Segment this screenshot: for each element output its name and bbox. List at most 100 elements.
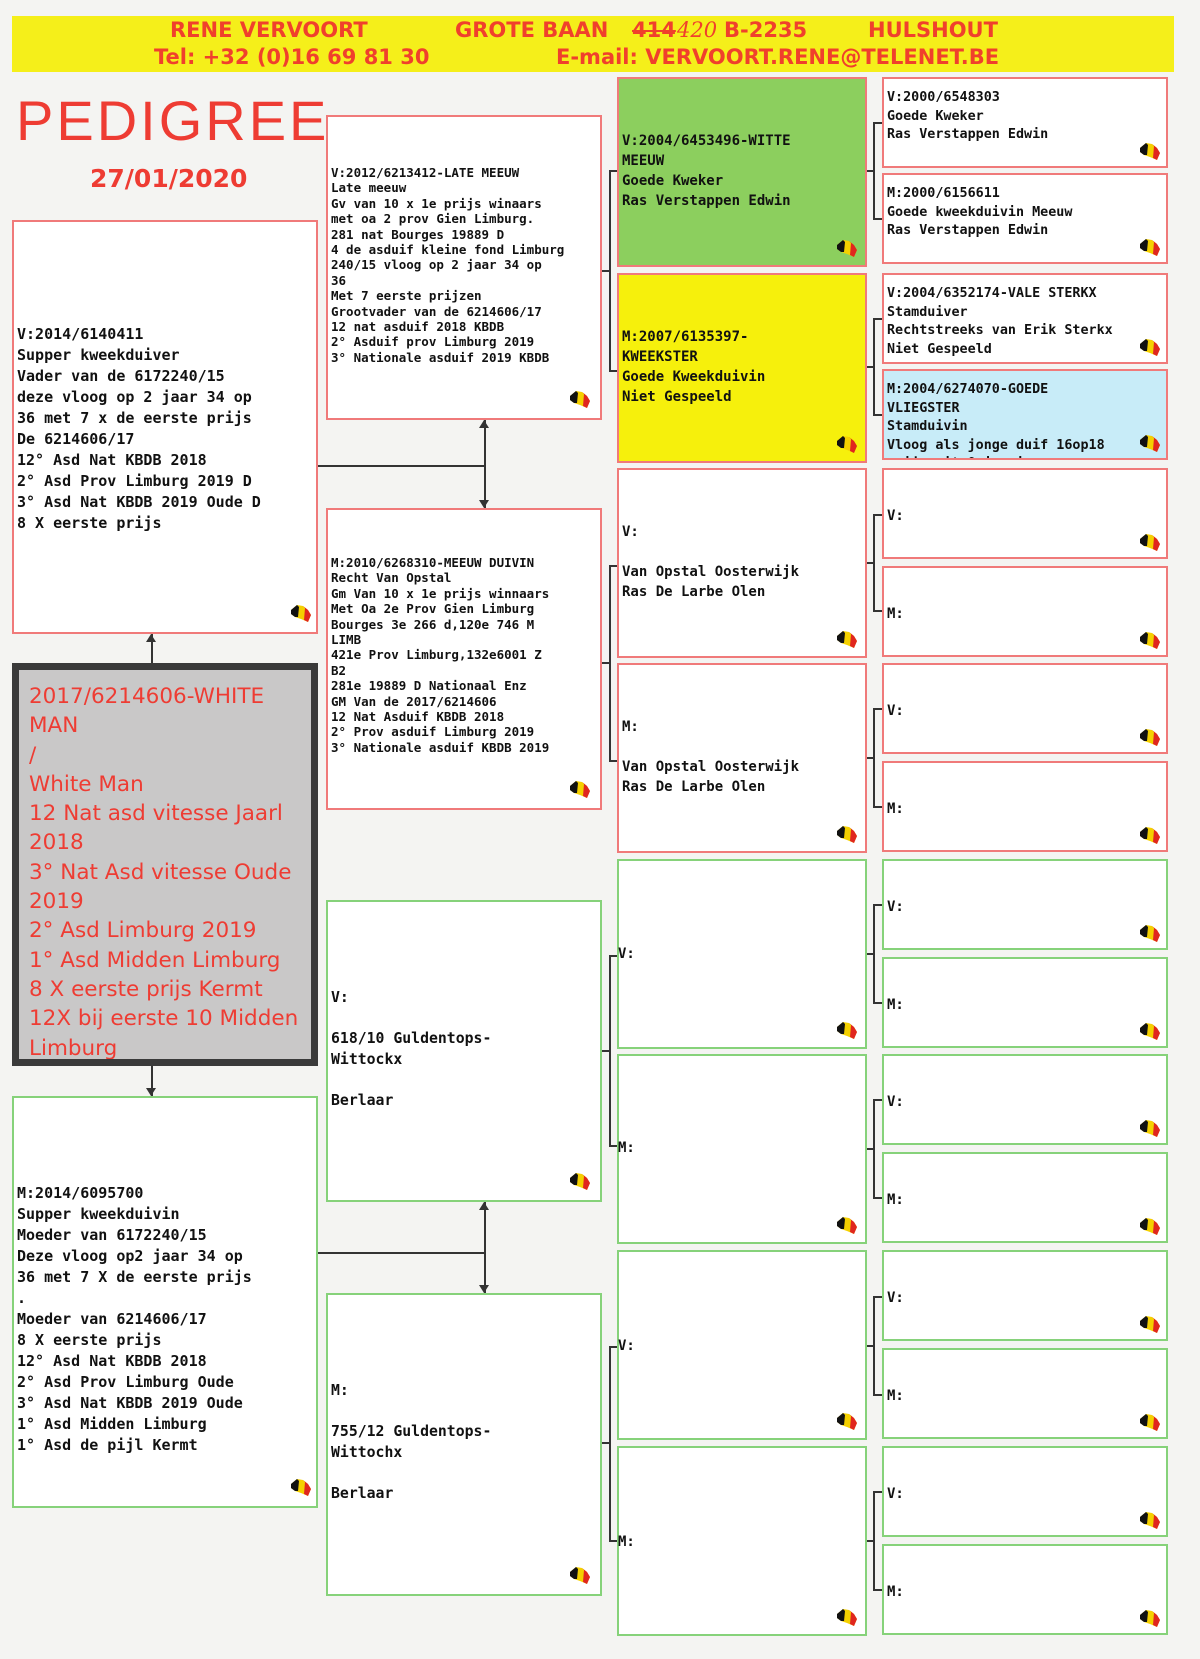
dam-card: M:2014/6095700 Supper kweekduivin Moeder… [12,1096,318,1508]
connector-line [873,1491,875,1589]
arrow-icon [479,1202,489,1210]
gen4-card-8: M: [882,761,1168,852]
phone-number: Tel: +32 (0)16 69 81 30 [154,45,430,69]
sire-card: V:2014/6140411 Supper kweekduiver Vader … [12,220,318,634]
belgium-flag-icon [1138,1020,1162,1042]
belgium-flag-icon [568,778,592,800]
address-number-new: 420 [677,18,718,42]
grandsire-maternal-text: V: 618/10 Guldentops- Wittockx Berlaar [331,989,492,1109]
belgium-flag-icon [1138,336,1162,358]
connector-line [873,708,882,710]
belgium-flag-icon [1138,726,1162,748]
arrow-icon [479,500,489,508]
sire-text: V:2014/6140411 Supper kweekduiver Vader … [17,325,261,532]
belgium-flag-icon [835,1019,859,1041]
connector-line [609,1540,617,1542]
connector-line [609,170,617,172]
gen3-text-2: M:2007/6135397- KWEEKSTER Goede Kweekdui… [622,329,766,405]
connector-line [873,1099,882,1101]
connector-line [867,757,873,759]
gen3-card-4: M: Van Opstal Oosterwijk Ras De Larbe Ol… [617,663,867,853]
belgium-flag-icon [835,1410,859,1432]
connector-line [484,420,486,508]
gen4-card-16: M: [882,1544,1168,1635]
gen3-card-7 [617,1250,867,1440]
gen4-card-1: V:2000/6548303 Goede Kweker Ras Verstapp… [882,77,1168,168]
gen4-text-7: V: [887,703,904,719]
gen4-text-16: M: [887,1584,904,1600]
connector-line [873,122,882,124]
connector-line [873,1296,875,1394]
connector-line [867,1540,873,1542]
belgium-flag-icon [1138,824,1162,846]
belgium-flag-icon [1138,1117,1162,1139]
grandsire-maternal-card: V: 618/10 Guldentops- Wittockx Berlaar [326,900,602,1202]
gen3-card-2: M:2007/6135397- KWEEKSTER Goede Kweekdui… [617,273,867,463]
breeder-name: RENE VERVOORT [170,18,368,42]
gen4-text-8: M: [887,801,904,817]
gen3-card-3: V: Van Opstal Oosterwijk Ras De Larbe Ol… [617,468,867,658]
connector-line [318,465,484,467]
granddam-paternal-text: M:2010/6268310-MEEUW DUIVIN Recht Van Op… [331,555,550,755]
gen3-text-4: M: Van Opstal Oosterwijk Ras De Larbe Ol… [622,719,800,795]
gen3-card-8 [617,1446,867,1636]
connector-line [609,565,617,567]
gen4-card-13: V: [882,1250,1168,1341]
belgium-flag-icon [835,1214,859,1236]
connector-line [867,366,873,368]
gen4-text-10: M: [887,997,904,1013]
connector-line [867,170,873,172]
gen3-bracket-label: V: [618,1338,635,1354]
pedigree-date: 27/01/2020 [90,164,248,193]
connector-line [151,634,153,663]
gen4-text-2: M:2000/6156611 Goede kweekduivin Meeuw R… [887,186,1073,238]
connector-line [609,565,611,760]
connector-line [602,1442,610,1444]
connector-line [609,170,611,370]
gen3-card-6 [617,1054,867,1244]
gen4-card-15: V: [882,1446,1168,1537]
connector-line [873,806,882,808]
belgium-flag-icon [1138,1509,1162,1531]
gen4-card-11: V: [882,1054,1168,1145]
gen3-card-5 [617,859,867,1049]
email-address: E-mail: VERVOORT.RENE@TELENET.BE [556,45,1000,69]
connector-line [873,514,882,516]
connector-line [867,1345,873,1347]
address-street: GROTE BAAN [455,18,609,42]
belgium-flag-icon [1138,236,1162,258]
gen4-text-9: V: [887,899,904,915]
page-title: PEDIGREE [16,89,330,152]
gen4-card-3: V:2004/6352174-VALE STERKX Stamduiver Re… [882,273,1168,364]
connector-line [867,562,873,564]
gen3-bracket-label: V: [618,946,635,962]
connector-line [873,122,875,218]
connector-line [867,953,873,955]
grandsire-paternal-text: V:2012/6213412-LATE MEEUW Late meeuw Gv … [331,165,565,365]
belgium-flag-icon [1138,629,1162,651]
connector-line [484,1202,486,1293]
connector-line [609,370,617,372]
gen4-card-5: V: [882,468,1168,559]
address-postal: B-2235 [724,18,808,42]
belgium-flag-icon [835,823,859,845]
connector-line [873,414,882,416]
belgium-flag-icon [1138,531,1162,553]
connector-line [609,760,617,762]
connector-line [873,218,882,220]
granddam-maternal-text: M: 755/12 Guldentops- Wittochx Berlaar [331,1382,492,1502]
connector-line [873,318,882,320]
connector-line [602,270,610,272]
belgium-flag-icon [289,602,313,624]
connector-line [873,1099,875,1197]
arrow-icon [479,1285,489,1293]
subject-card: 2017/6214606-WHITE MAN / White Man 12 Na… [12,663,318,1066]
connector-line [873,1491,882,1493]
connector-line [873,1197,882,1199]
connector-line [873,1589,882,1591]
gen4-text-12: M: [887,1192,904,1208]
gen4-card-14: M: [882,1348,1168,1439]
connector-line [873,1394,882,1396]
gen3-text-1: V:2004/6453496-WITTE MEEUW Goede Kweker … [622,133,791,209]
grandsire-paternal-card: V:2012/6213412-LATE MEEUW Late meeuw Gv … [326,115,602,420]
